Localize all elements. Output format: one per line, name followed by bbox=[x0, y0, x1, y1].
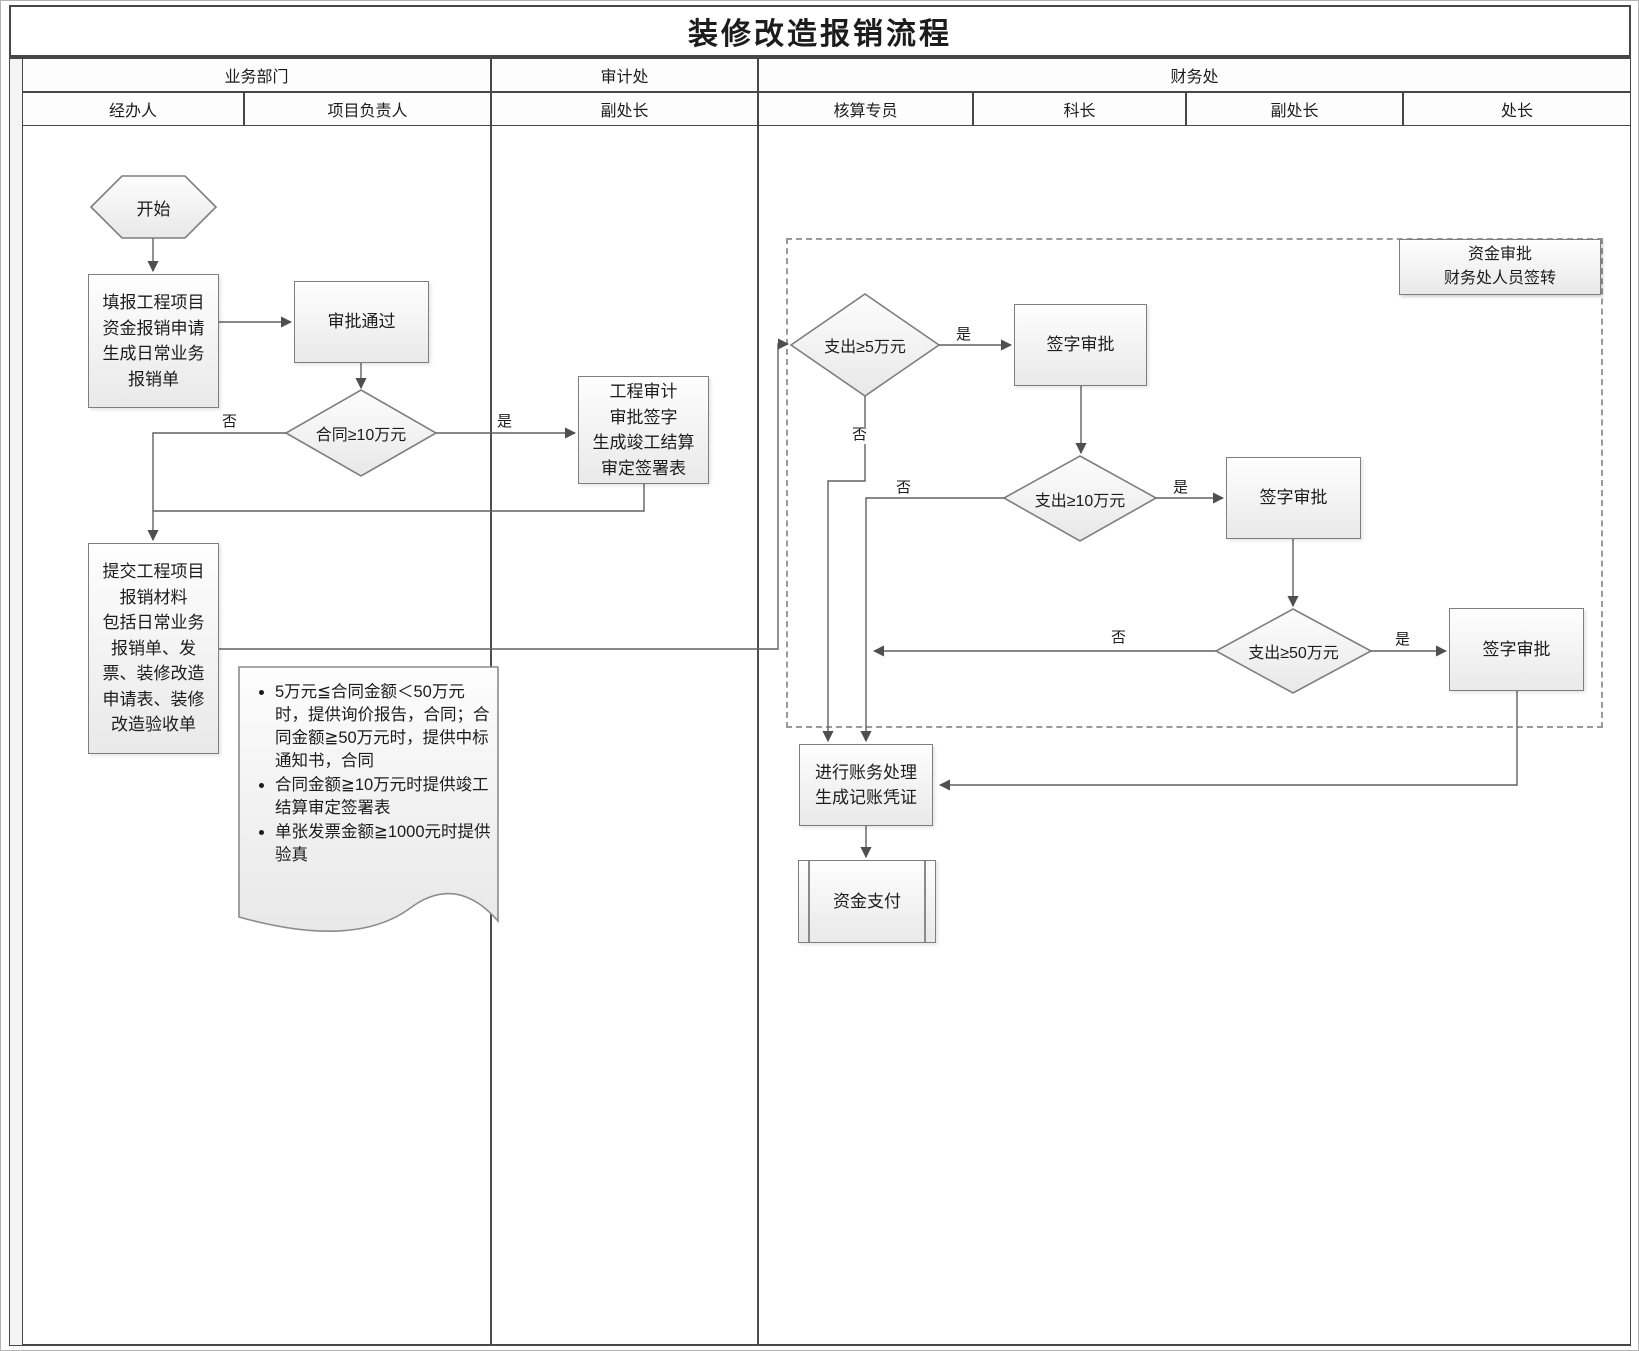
phase-strip bbox=[9, 58, 23, 1346]
process-sign-approval-3: 签字审批 bbox=[1449, 608, 1584, 691]
edge-label-contract-yes: 是 bbox=[495, 413, 515, 431]
contract-decision-diamond bbox=[284, 389, 438, 477]
role-header-audit-deputy: 副处长 bbox=[491, 92, 758, 126]
fund-approval-group-frame bbox=[786, 238, 1603, 728]
contract-decision-label: 合同≥10万元 bbox=[315, 427, 407, 444]
process-sign-approval-2: 签字审批 bbox=[1226, 457, 1361, 539]
lane-header-audit: 审计处 bbox=[491, 58, 758, 92]
edge-10w-no-to-accounting bbox=[860, 497, 1004, 743]
edge-5w-no-to-accounting bbox=[822, 396, 866, 743]
role-header-project-manager: 项目负责人 bbox=[244, 92, 491, 126]
note-item: 单张发票金额≧1000元时提供验真 bbox=[275, 821, 493, 867]
role-header-finance-deputy: 副处长 bbox=[1186, 92, 1403, 126]
edge-label-5w-no: 否 bbox=[850, 426, 870, 444]
edge-label-50w-yes: 是 bbox=[1393, 631, 1413, 649]
process-approval-passed: 审批通过 bbox=[294, 281, 429, 363]
edge-label-10w-no: 否 bbox=[894, 479, 914, 497]
edge-label-10w-yes: 是 bbox=[1171, 479, 1191, 497]
payment-label: 资金支付 bbox=[833, 891, 901, 911]
expense-5w-label: 支出≥5万元 bbox=[824, 339, 906, 356]
process-fund-payment: 资金支付 bbox=[798, 860, 936, 943]
role-header-section-chief: 科长 bbox=[973, 92, 1186, 126]
role-header-accounting-specialist: 核算专员 bbox=[758, 92, 973, 126]
process-accounting: 进行账务处理 生成记账凭证 bbox=[799, 744, 933, 826]
role-header-director: 处长 bbox=[1403, 92, 1631, 126]
note-document-text: 5万元≦合同金额＜50万元时，提供询价报告，合同；合同金额≧50万元时，提供中标… bbox=[249, 681, 493, 868]
edge-label-contract-no: 否 bbox=[220, 413, 240, 431]
lane-header-finance: 财务处 bbox=[758, 58, 1631, 92]
edge-contract-no-to-submit bbox=[147, 432, 286, 542]
expense-10w-label: 支出≥10万元 bbox=[1034, 492, 1126, 510]
edge-sign3-to-accounting bbox=[938, 691, 1518, 791]
page-title: 装修改造报销流程 bbox=[688, 18, 952, 51]
expense-50w-diamond bbox=[1214, 608, 1373, 694]
title-bar: 装修改造报销流程 bbox=[9, 5, 1631, 58]
payment-inner-line-right bbox=[924, 861, 926, 942]
edge-label-50w-no: 否 bbox=[1109, 629, 1129, 647]
edge-label-5w-yes: 是 bbox=[954, 326, 974, 344]
lane-separator-audit-finance bbox=[757, 125, 759, 1346]
fund-approval-group-label: 资金审批 财务处人员签转 bbox=[1399, 239, 1601, 295]
note-document-shape bbox=[238, 666, 499, 933]
edge-submit-to-expense5w bbox=[219, 338, 790, 650]
expense-10w-diamond bbox=[1002, 455, 1158, 542]
payment-inner-line-left bbox=[808, 861, 810, 942]
start-hexagon-shape bbox=[89, 175, 218, 239]
process-audit-sign: 工程审计 审批签字 生成竣工结算 审定签署表 bbox=[578, 376, 709, 484]
lane-header-business: 业务部门 bbox=[22, 58, 491, 92]
process-fill-application: 填报工程项目 资金报销申请 生成日常业务 报销单 bbox=[88, 274, 219, 408]
note-item: 合同金额≧10万元时提供竣工结算审定签署表 bbox=[275, 774, 493, 820]
edge-audit-to-submit-merge bbox=[153, 484, 645, 512]
start-node-label: 开始 bbox=[136, 199, 171, 219]
process-sign-approval-1: 签字审批 bbox=[1014, 304, 1147, 386]
process-submit-materials: 提交工程项目 报销材料 包括日常业务 报销单、发 票、装修改造 申请表、装修 改… bbox=[88, 543, 219, 754]
role-header-handler: 经办人 bbox=[22, 92, 244, 126]
note-item: 5万元≦合同金额＜50万元时，提供询价报告，合同；合同金额≧50万元时，提供中标… bbox=[275, 681, 493, 773]
expense-50w-label: 支出≥50万元 bbox=[1248, 645, 1339, 662]
